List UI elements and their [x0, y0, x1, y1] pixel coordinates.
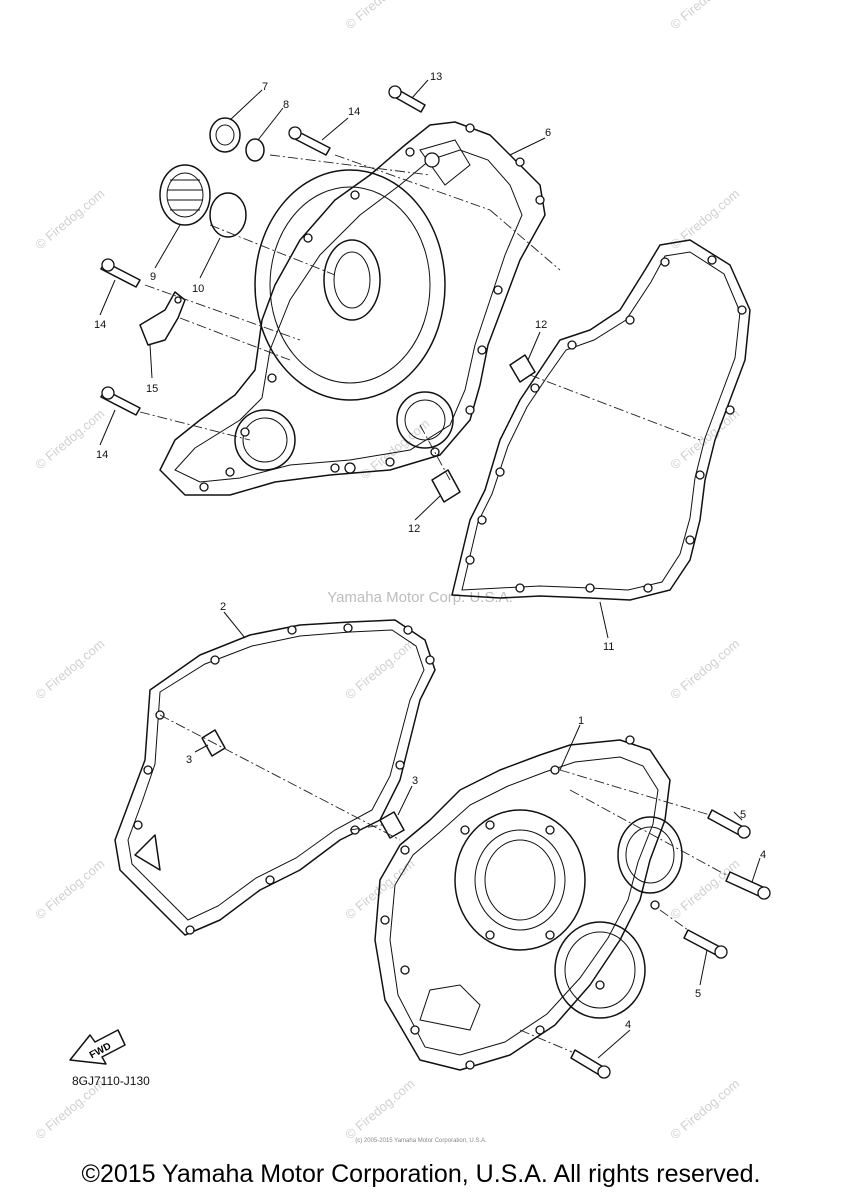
clamp-part-15	[139, 291, 186, 346]
o-ring-part-8	[209, 192, 247, 238]
dowel-part-3-left	[201, 729, 226, 757]
firedog-watermark: © Firedog.com	[32, 636, 107, 702]
callout-4-top: 4	[760, 849, 766, 861]
center-watermark: Yamaha Motor Corp. U.S.A.	[327, 589, 513, 606]
firedog-watermark: © Firedog.com	[667, 636, 742, 702]
plug-part-9	[209, 117, 241, 153]
callout-1: 1	[578, 715, 584, 727]
firedog-watermark: © Firedog.com	[342, 636, 417, 702]
callout-3-right: 3	[412, 775, 418, 787]
bolt-part-14-low	[100, 386, 141, 416]
callout-13: 13	[430, 71, 442, 83]
firedog-watermark: © Firedog.com	[342, 0, 417, 32]
callout-12-top: 12	[535, 319, 547, 331]
callout-6: 6	[545, 127, 551, 139]
gasket-part-11	[451, 239, 751, 601]
alignment-lines-upper	[139, 154, 701, 481]
firedog-watermark: © Firedog.com	[32, 186, 107, 252]
callout-14-mid: 14	[94, 319, 106, 331]
bolt-part-5-bottom	[683, 929, 728, 959]
firedog-watermark: © Firedog.com	[32, 856, 107, 922]
callout-leader-lines	[99, 79, 761, 1059]
cap-part-7	[159, 164, 211, 226]
crankcase-cover-part-6	[159, 121, 546, 496]
callout-5-top: 5	[740, 809, 746, 821]
dowel-part-3-right	[379, 811, 405, 839]
callout-2: 2	[220, 601, 226, 613]
watermark-group: © Firedog.com © Firedog.com © Firedog.co…	[32, 0, 742, 1142]
o-ring-part-10	[245, 138, 265, 162]
callout-3-left: 3	[186, 754, 192, 766]
callout-12-bottom: 12	[408, 523, 420, 535]
bolt-part-14-mid	[100, 258, 141, 288]
diagram-code: 8GJ7110-J130	[72, 1074, 150, 1088]
bolt-part-13	[388, 85, 426, 113]
bolt-part-14-top	[288, 126, 331, 156]
firedog-watermark: © Firedog.com	[32, 406, 107, 472]
callout-15: 15	[146, 383, 158, 395]
callout-11: 11	[603, 641, 614, 653]
alignment-lines-lower	[159, 714, 729, 1053]
small-copyright: (c) 2005-2015 Yamaha Motor Corporation, …	[355, 1138, 487, 1144]
gasket-part-2	[114, 619, 436, 936]
callout-8: 10	[192, 283, 204, 295]
callout-14-top: 14	[348, 106, 360, 118]
fwd-arrow-icon: FWD	[69, 1029, 126, 1065]
firedog-watermark: © Firedog.com	[342, 1076, 417, 1142]
callout-4-bottom: 4	[625, 1019, 631, 1031]
firedog-watermark: © Firedog.com	[667, 1076, 742, 1142]
copyright-footer: ©2015 Yamaha Motor Corporation, U.S.A. A…	[81, 1160, 761, 1188]
callout-7: 9	[150, 271, 156, 283]
firedog-watermark: © Firedog.com	[667, 856, 742, 922]
bolt-part-4-bottom	[570, 1049, 611, 1079]
callout-10: 8	[283, 99, 289, 111]
callout-5-bottom: 5	[695, 988, 701, 1000]
crankcase-cover-part-1	[374, 735, 683, 1071]
dowel-part-12-top	[509, 354, 536, 383]
fwd-label: FWD	[88, 1041, 113, 1061]
dowel-part-12-bottom	[431, 469, 461, 503]
callout-14-low: 14	[96, 449, 108, 461]
callout-9: 7	[262, 81, 268, 93]
callout-labels: 7 8 14 13 6 9 10 14 15 14 12 12 11 2 3 3…	[94, 71, 766, 1031]
bolt-part-4-top	[725, 871, 771, 900]
bolt-part-5-top	[707, 809, 751, 839]
firedog-watermark: © Firedog.com	[667, 0, 742, 32]
